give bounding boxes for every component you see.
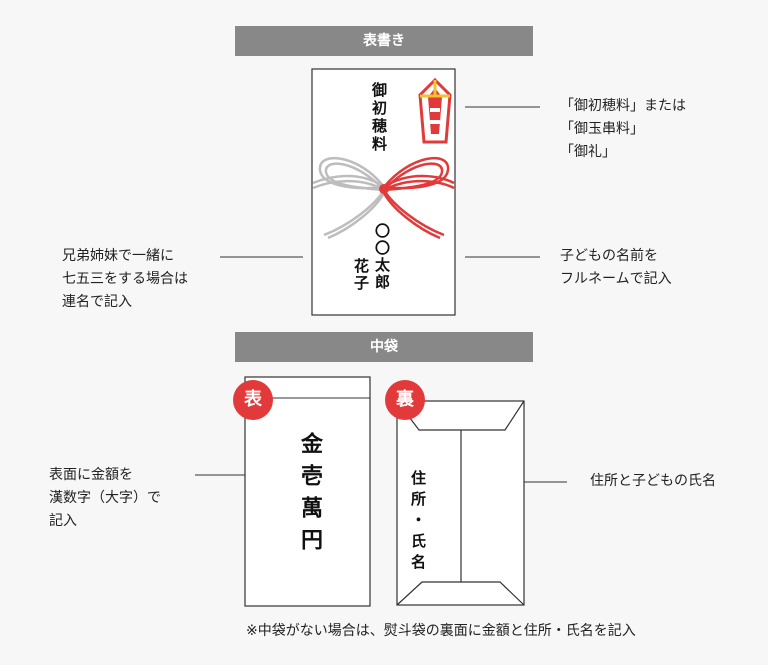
section-banner-noshi: 表書き [235, 26, 533, 56]
mizuhiki-silver [312, 156, 386, 240]
section-banner-inner: 中袋 [235, 332, 533, 362]
address-text: 住所・氏名 [409, 470, 427, 575]
mizuhiki-knot [379, 184, 389, 194]
siblings-note: 兄弟姉妹で一緒に 七五三をする場合は 連名で記入 [62, 248, 188, 310]
back-badge: 裏 [385, 380, 425, 420]
front-badge: 表 [233, 380, 273, 420]
section-title-noshi: 表書き [363, 33, 405, 49]
mizuhiki-red [382, 156, 455, 240]
inner-envelope-back [396, 400, 525, 606]
section-title-inner: 中袋 [370, 339, 398, 355]
address-note: 住所と子どもの氏名 [590, 473, 716, 489]
noshi-name-1: 〇〇太郎 [373, 223, 391, 291]
amount-text: 金壱萬円 [297, 432, 322, 560]
footer-note: ※中袋がない場合は、熨斗袋の裏面に金額と住所・氏名を記入 [246, 623, 636, 639]
child-name-note: 子どもの名前を フルネームで記入 [560, 248, 672, 287]
noshi-ornament-icon [418, 77, 452, 144]
heading-note: 「御初穂料」または 「御玉串料」 「御礼」 [560, 98, 686, 160]
noshi-heading: 御初穂料 [370, 82, 388, 154]
noshi-name-2: 花子 [352, 258, 370, 292]
amount-note: 表面に金額を 漢数字（大字）で 記入 [49, 467, 161, 529]
